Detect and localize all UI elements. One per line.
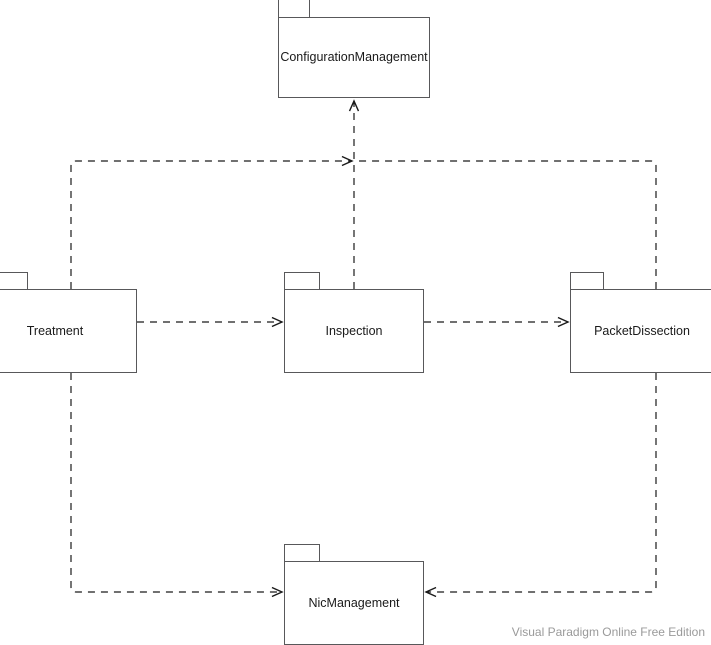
package-configuration-management[interactable]: ConfigurationManagement	[278, 0, 430, 98]
watermark-label: Visual Paradigm Online Free Edition	[511, 625, 705, 639]
arrowhead-packet-dissection-to-nic-management	[424, 586, 437, 598]
package-label-inspection: Inspection	[325, 323, 383, 338]
package-body-inspection: Inspection	[284, 289, 424, 373]
package-label-packet-dissection: PacketDissection	[594, 323, 690, 338]
arrowhead-inspection-to-configuration-management	[348, 99, 360, 112]
package-label-nic-management: NicManagement	[308, 595, 400, 610]
package-body-treatment: Treatment	[0, 289, 137, 373]
edge-treatment-to-nic-management	[70, 373, 282, 593]
package-body-configuration-management: ConfigurationManagement	[278, 17, 430, 98]
package-tab-packet-dissection	[570, 272, 604, 290]
arrowhead-treatment-to-nic-management	[271, 586, 284, 598]
edge-packet-dissection-to-configuration-management	[356, 160, 657, 289]
arrowhead-inspection-to-packet-dissection	[557, 316, 570, 328]
package-body-nic-management: NicManagement	[284, 561, 424, 645]
package-body-packet-dissection: PacketDissection	[570, 289, 711, 373]
package-nic-management[interactable]: NicManagement	[284, 544, 424, 645]
package-tab-nic-management	[284, 544, 320, 562]
package-tab-configuration-management	[278, 0, 310, 17]
package-tab-treatment	[0, 272, 28, 290]
package-inspection[interactable]: Inspection	[284, 272, 424, 373]
package-packet-dissection[interactable]: PacketDissection	[570, 272, 711, 373]
edge-treatment-to-configuration-management	[70, 160, 352, 289]
package-label-treatment: Treatment	[26, 323, 84, 338]
package-tab-inspection	[284, 272, 320, 290]
arrowhead-treatment-to-inspection	[271, 316, 284, 328]
arrowhead-treatment-to-configuration-management	[341, 155, 354, 167]
edge-packet-dissection-to-nic-management	[426, 373, 657, 593]
package-treatment[interactable]: Treatment	[0, 272, 137, 373]
package-label-configuration-management: ConfigurationManagement	[280, 50, 428, 65]
